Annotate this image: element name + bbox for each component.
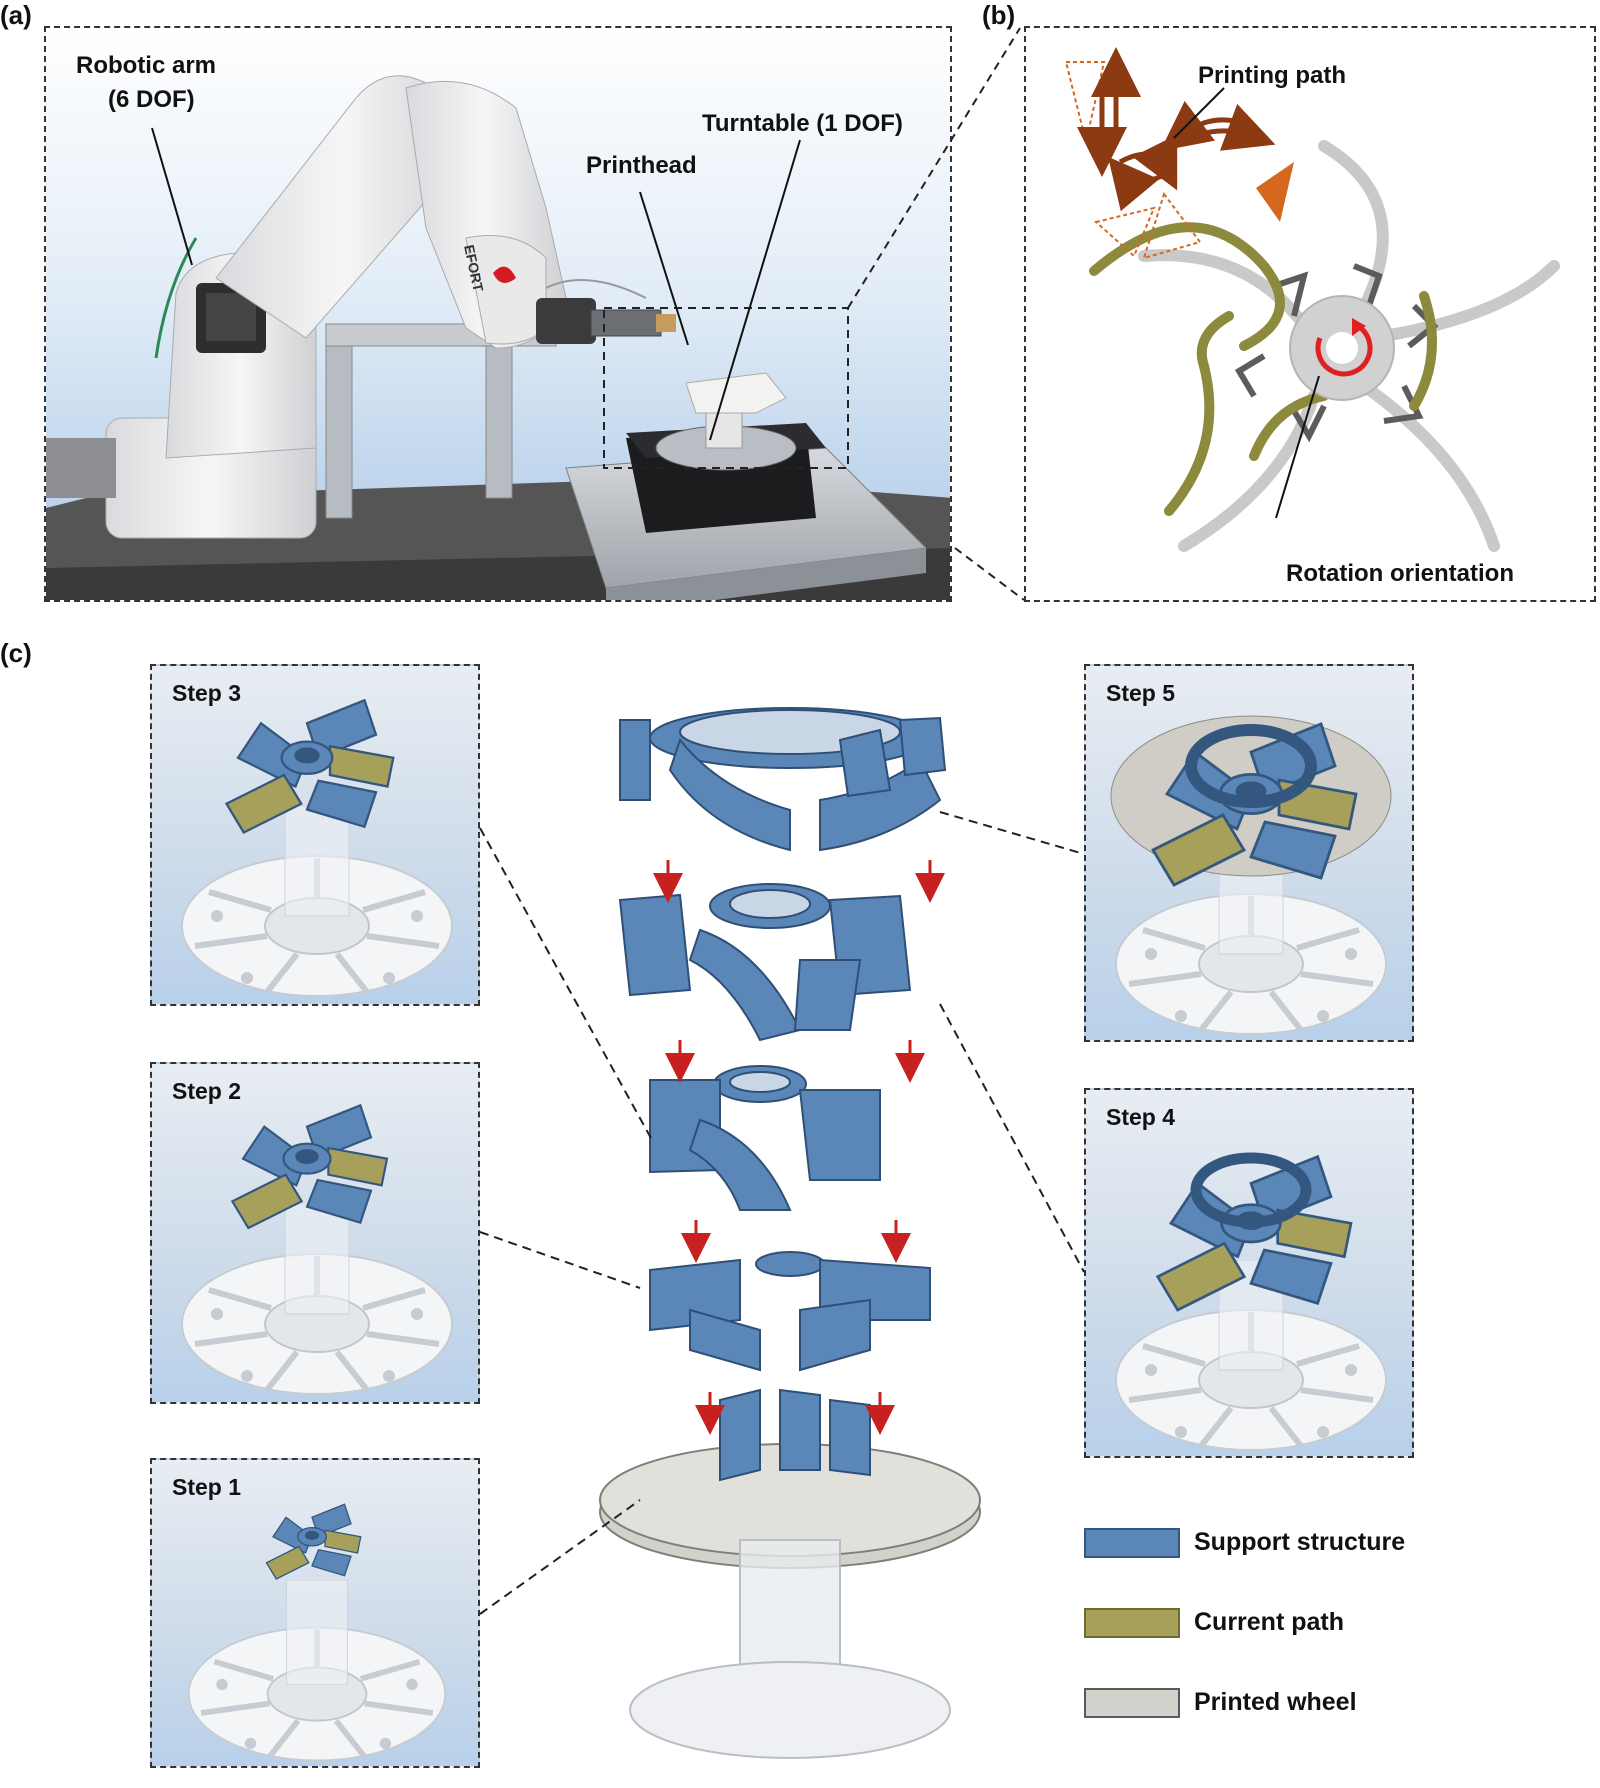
robot-scene: EFORT (46, 28, 950, 600)
step2-box: Step 2 (150, 1062, 480, 1404)
label-printhead: Printhead (586, 152, 697, 179)
step4-title: Step 4 (1106, 1104, 1176, 1130)
legend-swatch-printed (1084, 1688, 1180, 1718)
connector-step1 (479, 1499, 641, 1615)
connector-step2 (479, 1231, 641, 1289)
panel-b-diagram (1064, 47, 1560, 552)
legend-swatch-current (1084, 1608, 1180, 1638)
step4-box: Step 4 (1084, 1088, 1414, 1458)
step1-box: Step 1 (150, 1458, 480, 1768)
label-printing-path: Printing path (1198, 62, 1346, 89)
step5-title: Step 5 (1106, 680, 1176, 706)
label-robotic-arm: Robotic arm (76, 52, 217, 79)
nozzle-icon (1256, 162, 1294, 222)
layer-3 (649, 1065, 881, 1211)
step2-title: Step 2 (172, 1078, 242, 1104)
panel-label-c: (c) (0, 638, 32, 668)
label-rotation-orientation: Rotation orientation (1286, 560, 1514, 587)
step1-title: Step 1 (172, 1474, 242, 1500)
step3-box: Step 3 (150, 664, 480, 1006)
legend-label-current: Current path (1194, 1608, 1344, 1636)
panel-b-box (1024, 26, 1596, 602)
legend-label-printed: Printed wheel (1194, 1688, 1357, 1716)
zoom-line-bottom (954, 547, 1025, 601)
label-turntable: Turntable (1 DOF) (702, 110, 903, 137)
layer-4 (618, 883, 912, 1042)
legend-swatch-support (1084, 1528, 1180, 1558)
panel-label-b: (b) (982, 0, 1016, 30)
layer-5 (619, 707, 947, 852)
panel-a-photo: EFORT (44, 26, 952, 602)
step3-title: Step 3 (172, 680, 242, 706)
step5-box: Step 5 (1084, 664, 1414, 1042)
legend-label-support: Support structure (1194, 1528, 1406, 1556)
connector-step3 (479, 827, 653, 1141)
panel-label-a: (a) (0, 0, 32, 30)
layer-2 (649, 1251, 931, 1372)
layer-1 (599, 1388, 981, 1759)
label-robotic-arm-dof: (6 DOF) (108, 86, 195, 113)
connector-step5 (939, 811, 1085, 855)
connector-step4 (939, 1003, 1085, 1273)
